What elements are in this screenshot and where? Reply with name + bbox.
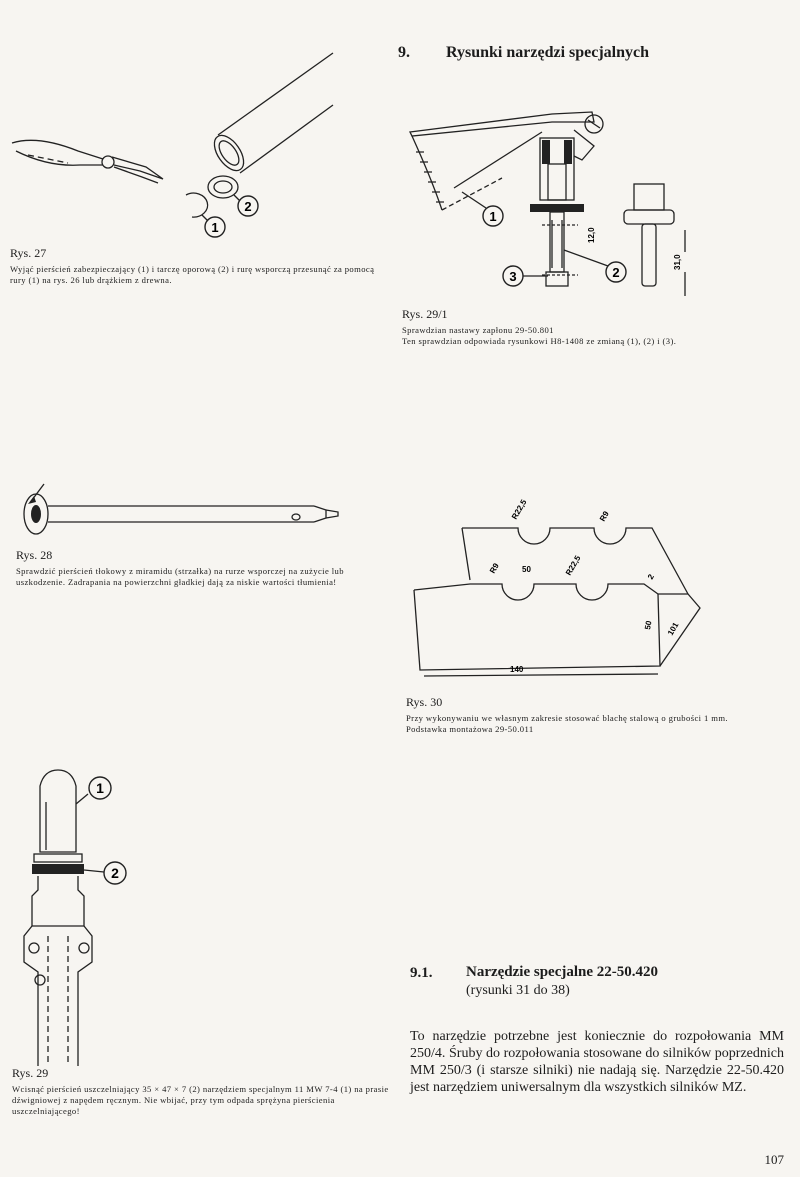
arrow-marker: [28, 496, 36, 504]
figure-29-1-caption: Rys. 29/1 Sprawdzian nastawy zapłonu 29-…: [402, 307, 792, 347]
dim-140: 140: [510, 665, 524, 674]
callout-1: 1: [482, 205, 504, 227]
dim-50-top: 50: [522, 565, 531, 574]
washer: [207, 175, 239, 199]
svg-text:1: 1: [96, 780, 104, 796]
pliers-handle-lower: [15, 150, 103, 166]
snap-ring: [185, 192, 209, 218]
figure-28-title: Rys. 28: [16, 548, 53, 562]
svg-text:2: 2: [612, 265, 619, 280]
section-number: 9.: [398, 44, 410, 61]
subsection-heading: 9.1. Narzędzie specjalne 22-50.420 (rysu…: [410, 964, 790, 999]
svg-text:3: 3: [509, 269, 516, 284]
svg-text:1: 1: [211, 220, 218, 235]
figure-29-title: Rys. 29: [12, 1066, 49, 1080]
figure-29-text: Wcisnąć pierścień uszczelniający 35 × 47…: [12, 1084, 389, 1116]
figure-29-illustration: 1 2: [23, 769, 127, 1066]
dimension-12: 12,0: [587, 227, 596, 243]
pliers-handle-upper: [11, 139, 104, 160]
figure-29-1-line1: Sprawdzian nastawy zapłonu 29-50.801: [402, 325, 554, 335]
subsection-number: 9.1.: [410, 965, 433, 981]
figure-29-1-illustration: 12,0 31,0 1 2 3: [409, 111, 686, 296]
callout-2: 2: [103, 861, 127, 885]
callout-1: 1: [88, 776, 112, 800]
dim-r22-5-front: R22,5: [564, 554, 583, 577]
callout-2: 2: [237, 195, 259, 217]
back-wall-top: [462, 527, 689, 595]
figure-29-1-line2: Ten sprawdzian odpowiada rysunkowi H8-14…: [402, 336, 677, 346]
figure-30-line1: Przy wykonywaniu we własnym zakresie sto…: [406, 713, 728, 723]
dimension-31: 31,0: [673, 254, 682, 270]
scale-arc: [411, 135, 443, 211]
callout-2: 2: [605, 261, 627, 283]
figure-30-illustration: R22,5 R9 R9 50 R22,5 2 50 101 140: [413, 498, 701, 677]
press-tool: [39, 769, 77, 853]
page-number: 107: [764, 1152, 785, 1167]
svg-text:1: 1: [489, 209, 496, 224]
fork-tube: [31, 876, 85, 927]
section-title: Rysunki narzędzi specjalnych: [446, 44, 650, 61]
dim-101: 101: [666, 620, 681, 637]
callout-3: 3: [502, 265, 524, 287]
figure-29-1-title: Rys. 29/1: [402, 307, 448, 321]
figure-27-title: Rys. 27: [10, 246, 47, 260]
seal-ring: [32, 864, 84, 874]
tube-edge-bottom: [239, 104, 334, 174]
figure-29-caption: Rys. 29 Wcisnąć pierścień uszczelniający…: [12, 1066, 392, 1117]
subsection-paragraph: To narzędzie potrzebne jest koniecznie d…: [410, 1029, 784, 1095]
subsection-subtitle: (rysunki 31 do 38): [466, 983, 570, 998]
tube-edge-top: [217, 52, 334, 136]
seal-ring-band: [33, 853, 83, 863]
dim-r9-front: R9: [488, 561, 501, 575]
dim-50-side: 50: [643, 619, 654, 630]
figure-30-caption: Rys. 30 Przy wykonywaniu we własnym zakr…: [406, 695, 790, 735]
adjust-knob: [584, 114, 604, 134]
figure-28-text: Sprawdzić pierścień tłokowy z miramidu (…: [16, 566, 344, 587]
dim-r22-5-top: R22,5: [510, 498, 529, 521]
front-wall-face: [413, 589, 661, 671]
figure-27-illustration: 1 2: [11, 52, 334, 238]
subsection-title: Narzędzie specjalne 22-50.420: [466, 964, 659, 980]
dim-2: 2: [646, 572, 656, 581]
section-heading: 9. Rysunki narzędzi specjalnych: [398, 44, 698, 62]
dim-r9-top: R9: [598, 509, 611, 523]
pointer-arm: [409, 111, 595, 137]
figure-27-text: Wyjąć pierścień zabezpieczający (1) i ta…: [10, 264, 375, 285]
svg-text:2: 2: [111, 865, 119, 881]
callout-1: 1: [204, 216, 226, 238]
figure-27-caption: Rys. 27 Wyjąć pierścień zabezpieczający …: [10, 246, 380, 286]
figure-30-line2: Podstawka montażowa 29-50.011: [406, 724, 534, 734]
figure-28-illustration: [23, 483, 339, 535]
scale-ticks: [416, 151, 444, 203]
front-wall-top: [413, 583, 659, 601]
figure-28-caption: Rys. 28 Sprawdzić pierścień tłokowy z mi…: [16, 548, 390, 588]
side-part: [633, 183, 665, 211]
figure-30-title: Rys. 30: [406, 695, 443, 709]
support-tube: [48, 505, 314, 523]
svg-text:2: 2: [244, 199, 251, 214]
subsection-body: To narzędzie potrzebne jest koniecznie d…: [410, 1028, 784, 1096]
